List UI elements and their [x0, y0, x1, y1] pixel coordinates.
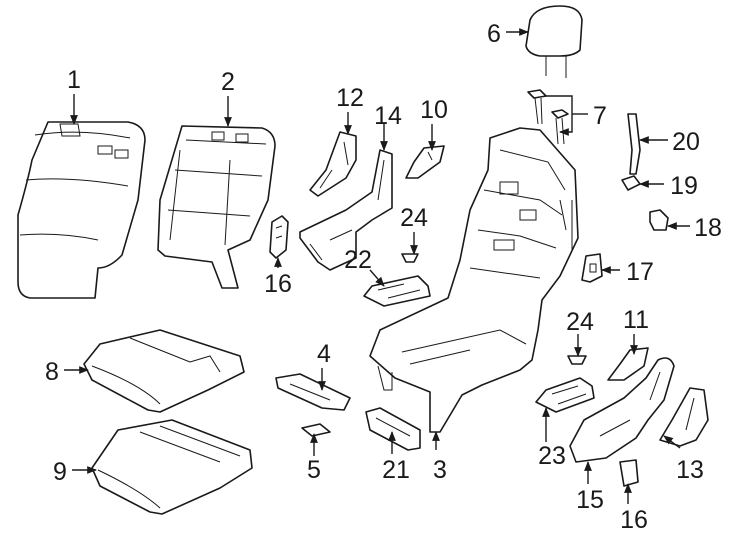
callout-16-upper: 16 [264, 270, 292, 298]
part-18-clip [649, 209, 669, 231]
part-12-trim-panel [309, 131, 357, 197]
part-7-headrest-guides [527, 89, 569, 145]
part-16-upper-bracket [269, 215, 289, 259]
part-1-seatback-cover [17, 121, 146, 299]
callout-1: 1 [67, 66, 81, 94]
part-5-clip [301, 423, 331, 437]
callout-21: 21 [382, 456, 410, 484]
part-11-bracket [607, 347, 649, 381]
part-3-seat-frame [369, 127, 579, 433]
callout-12: 12 [336, 84, 364, 112]
callout-10: 10 [420, 96, 448, 124]
callout-23: 23 [538, 442, 566, 470]
part-23-hinge-cover [535, 377, 595, 413]
part-6-headrest [525, 5, 583, 78]
callout-16-lower: 16 [620, 506, 648, 534]
callout-22: 22 [344, 246, 372, 274]
part-24-lower-clip [567, 355, 587, 365]
callout-18: 18 [694, 214, 722, 242]
part-24-upper-clip [401, 253, 419, 263]
callout-11: 11 [623, 306, 649, 334]
callout-20: 20 [672, 128, 700, 156]
callout-7: 7 [593, 102, 607, 130]
part-15-side-shield [569, 357, 675, 463]
callout-2: 2 [221, 68, 235, 96]
part-20-strip [627, 113, 641, 175]
part-9-cushion-pad [91, 419, 253, 515]
callout-4: 4 [317, 340, 331, 368]
part-22-hinge-cover [363, 275, 431, 307]
callout-9: 9 [53, 458, 67, 486]
callout-5: 5 [307, 456, 321, 484]
callout-6: 6 [487, 20, 501, 48]
part-13-side-shield [659, 387, 709, 447]
callout-15: 15 [576, 486, 604, 514]
callout-14: 14 [374, 102, 402, 130]
part-19-clip [621, 175, 641, 191]
part-4-track-cover [275, 373, 351, 411]
part-16-lower-cover [619, 459, 639, 487]
callout-17: 17 [626, 258, 654, 286]
callout-13: 13 [676, 456, 704, 484]
callout-24-upper: 24 [400, 204, 428, 232]
callout-3: 3 [433, 456, 447, 484]
part-14-side-bracket [299, 149, 393, 271]
callout-19: 19 [670, 172, 698, 200]
leader-lines [64, 28, 690, 504]
part-17-cover [581, 253, 603, 283]
callout-labels: 1 2 3 4 5 6 7 8 9 10 11 12 13 14 15 16 1… [45, 20, 722, 534]
callout-24-lower: 24 [566, 308, 594, 336]
part-10-bracket [405, 145, 445, 179]
part-21-trim [365, 407, 421, 451]
part-2-seatback-pad [157, 125, 276, 289]
callout-8: 8 [45, 358, 59, 386]
part-8-cushion-cover [83, 329, 245, 413]
